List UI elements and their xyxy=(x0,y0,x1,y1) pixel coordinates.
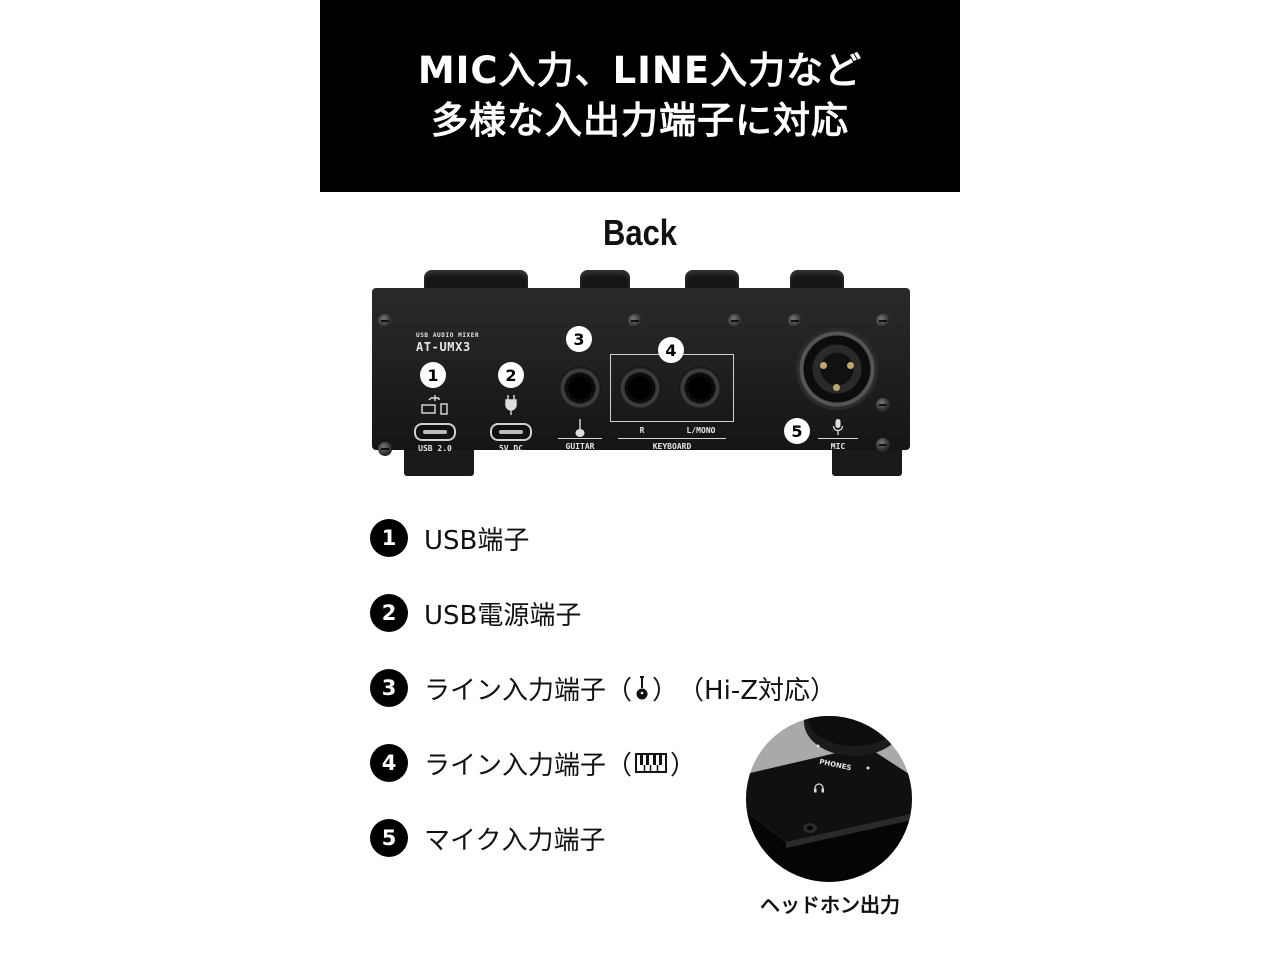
headline-line-1: MIC入力、LINE入力など xyxy=(417,49,863,92)
screw xyxy=(876,438,890,452)
terminal-label: ライン入力端子 xyxy=(424,675,607,706)
port-label-keyboard-r: R xyxy=(639,426,645,435)
mic-combo-jack[interactable] xyxy=(796,328,878,410)
port-label-usb: USB 2.0 xyxy=(418,444,452,453)
mic-underline xyxy=(818,438,858,439)
phones-closeup-image: PHONES xyxy=(746,716,912,882)
terminal-number: 2 xyxy=(370,594,408,632)
screw xyxy=(876,314,890,328)
port-label-keyboard-l: L/MONO xyxy=(686,426,716,435)
usb-c-port[interactable] xyxy=(414,423,456,441)
phones-caption: ヘッドホン出力 xyxy=(760,893,900,917)
guitar-icon xyxy=(635,675,649,701)
paren-open: （ xyxy=(606,750,633,781)
screw xyxy=(378,442,392,456)
paren-close: ） xyxy=(652,675,679,706)
screw xyxy=(628,314,642,328)
port-label-power: 5V DC xyxy=(498,444,524,453)
device-model: AT-UMX3 xyxy=(416,340,471,354)
callout-5: 5 xyxy=(784,418,810,444)
keyboard-underline xyxy=(618,438,726,439)
terminal-number: 3 xyxy=(370,669,408,707)
terminal-item-1: 1 USB端子 xyxy=(370,518,529,558)
power-plug-icon xyxy=(505,395,517,415)
port-label-mic: MIC xyxy=(830,442,846,451)
terminal-item-5: 5 マイク入力端子 xyxy=(370,818,605,858)
callout-1: 1 xyxy=(420,362,446,388)
terminal-suffix: （Hi-Z対応） xyxy=(678,675,837,706)
terminal-number: 5 xyxy=(370,819,408,857)
screw xyxy=(728,314,742,328)
paren-close: ） xyxy=(670,750,697,781)
keyboard-icon xyxy=(635,753,668,773)
phones-device-illustration xyxy=(746,716,912,882)
screw xyxy=(788,314,802,328)
usb-device-icon xyxy=(421,395,448,415)
port-label-keyboard: KEYBOARD xyxy=(652,442,692,451)
callout-3: 3 xyxy=(566,326,592,352)
terminal-label: USB端子 xyxy=(424,525,530,556)
device-foot xyxy=(404,450,474,476)
port-label-guitar: GUITAR xyxy=(565,442,595,451)
section-label: Back xyxy=(602,212,678,253)
terminal-number: 4 xyxy=(370,744,408,782)
mic-icon xyxy=(832,419,844,435)
headphones-icon xyxy=(814,783,824,793)
headline-banner: MIC入力、LINE入力など 多様な入出力端子に対応 xyxy=(320,0,960,192)
terminal-label: ライン入力端子 xyxy=(424,750,607,781)
guitar-icon xyxy=(575,419,585,437)
terminal-label: マイク入力端子 xyxy=(424,825,606,856)
callout-2: 2 xyxy=(498,362,524,388)
callout-4: 4 xyxy=(658,337,684,363)
device-brand: USB AUDIO MIXER xyxy=(416,332,480,339)
terminal-item-4: 4 ライン入力端子 （ ） xyxy=(370,743,696,783)
screw xyxy=(378,314,392,328)
device-back-panel: USB AUDIO MIXER AT-UMX3 1 USB 2.0 2 5V D… xyxy=(370,270,912,482)
guitar-input-jack[interactable] xyxy=(558,366,602,410)
device-foot xyxy=(832,450,902,476)
screw xyxy=(876,398,890,412)
keyboard-r-jack[interactable] xyxy=(618,366,662,410)
terminal-item-2: 2 USB電源端子 xyxy=(370,593,581,633)
keyboard-l-mono-jack[interactable] xyxy=(678,366,722,410)
guitar-underline xyxy=(558,438,602,439)
power-usb-c-port[interactable] xyxy=(490,423,532,441)
terminal-item-3: 3 ライン入力端子 （ ） （Hi-Z対応） xyxy=(370,668,836,708)
xlr-pin xyxy=(847,362,854,369)
terminal-label: USB電源端子 xyxy=(424,600,582,631)
xlr-pin xyxy=(833,384,840,391)
paren-open: （ xyxy=(606,675,633,706)
xlr-pin xyxy=(820,362,827,369)
headline-line-2: 多様な入出力端子に対応 xyxy=(431,99,849,142)
terminal-number: 1 xyxy=(370,519,408,557)
